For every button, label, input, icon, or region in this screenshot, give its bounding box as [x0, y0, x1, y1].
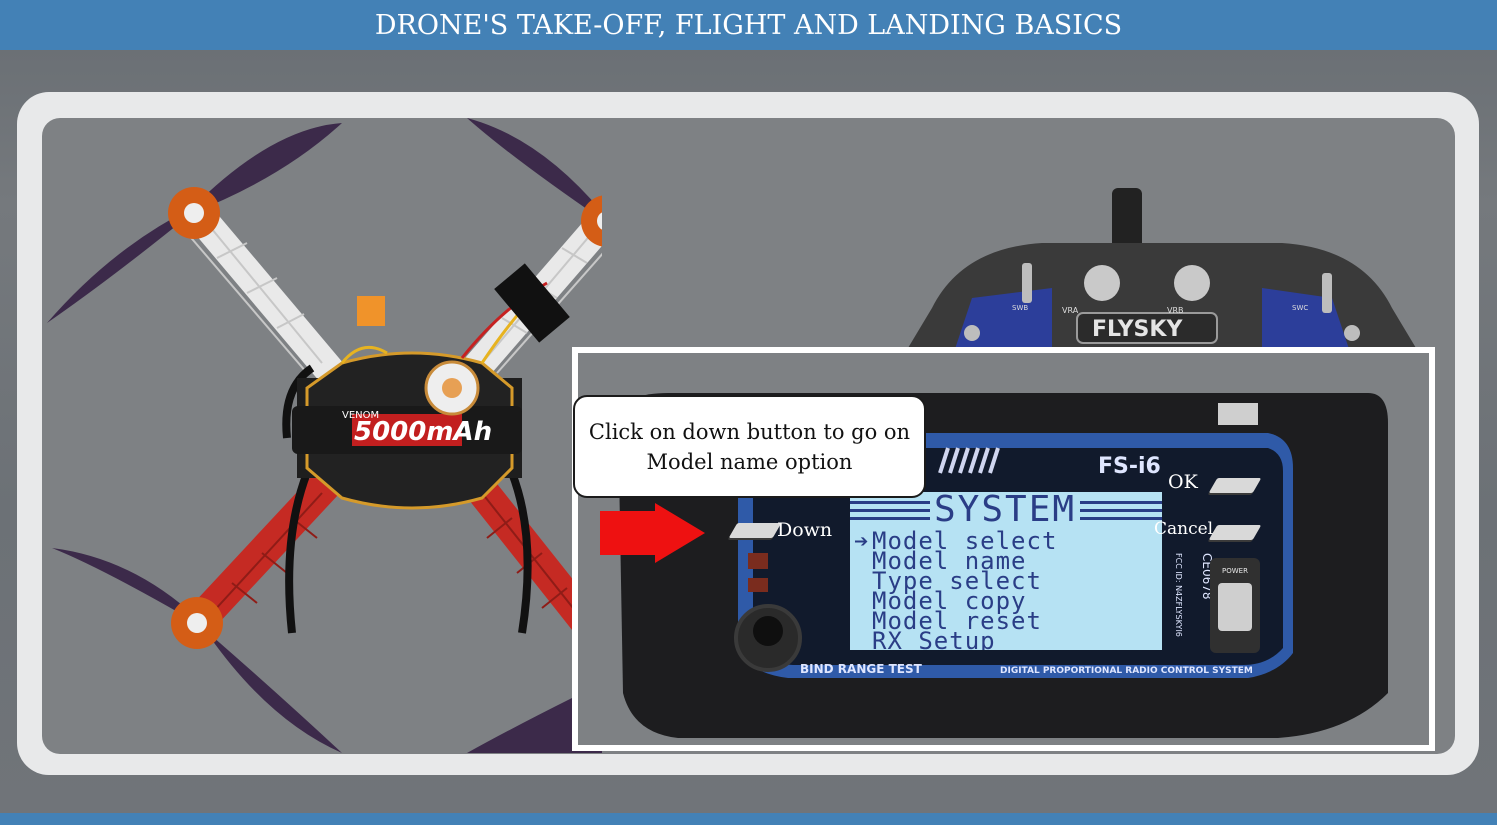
title-bar: DRONE'S TAKE-OFF, FLIGHT AND LANDING BAS… [0, 0, 1497, 50]
cancel-button[interactable] [1208, 525, 1262, 540]
menu-item-model-reset[interactable]: Model reset [872, 607, 1042, 635]
menu-item-type-select[interactable]: Type select [872, 567, 1042, 595]
switch-swb-label: SWB [1012, 304, 1028, 312]
remote-top-image: FLYSKY VRA VRB SWB SWC [902, 188, 1422, 358]
cancel-button-label: Cancel [1154, 519, 1214, 539]
instruction-callout: Click on down button to go on Model name… [573, 395, 926, 498]
ok-button-label: OK [1168, 471, 1198, 493]
menu-item-model-name[interactable]: Model name [872, 547, 1027, 575]
menu-item-model-copy[interactable]: Model copy [872, 587, 1027, 615]
battery-brand: VENOM [342, 410, 379, 421]
lcd-title: SYSTEM [930, 492, 1081, 528]
system-text: DIGITAL PROPORTIONAL RADIO CONTROL SYSTE… [1000, 666, 1253, 676]
ok-button[interactable] [1208, 478, 1262, 493]
power-label: POWER [1222, 567, 1248, 575]
page-title: DRONE'S TAKE-OFF, FLIGHT AND LANDING BAS… [374, 9, 1123, 41]
bind-range-test-text: BIND RANGE TEST [800, 662, 923, 676]
lcd-screen: SYSTEM ➔Model select Model name Type sel… [850, 492, 1162, 650]
remote-brand: FLYSKY [1092, 317, 1183, 342]
remote-model: FS-i6 [1098, 454, 1161, 479]
lcd-title-bar: SYSTEM [850, 492, 1162, 528]
pointer-arrow-icon [600, 503, 705, 563]
switch-swc-label: SWC [1292, 304, 1308, 312]
knob-right-label: VRB [1167, 306, 1184, 315]
menu-item-model-select[interactable]: ➔Model select [854, 527, 1058, 555]
knob-left-label: VRA [1062, 306, 1079, 315]
drone-image: 5000mAh VENOM [47, 118, 602, 753]
menu-item-rx-setup[interactable]: RX Setup [872, 627, 996, 650]
instruction-text: Click on down button to go on Model name… [588, 419, 911, 474]
fcc-text: FCC ID: N4ZFLYSKYI6 [1174, 553, 1183, 637]
bottom-bar [0, 813, 1497, 825]
battery-capacity: 5000mAh [354, 417, 492, 447]
selection-arrow-icon: ➔ [854, 527, 870, 555]
down-button[interactable] [728, 523, 782, 538]
down-button-label: Down [777, 519, 833, 541]
